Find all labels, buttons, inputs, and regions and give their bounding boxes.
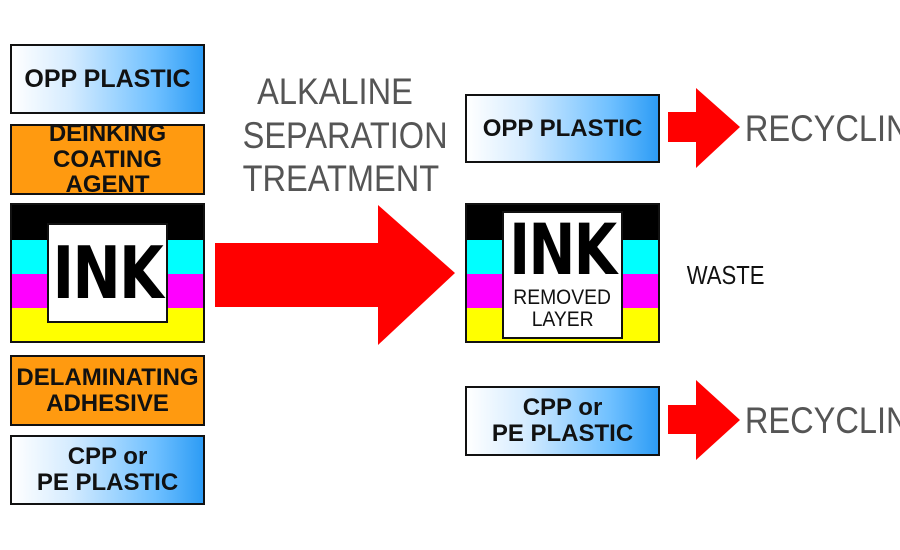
process-arrow-shape [215, 205, 455, 345]
output-ink-card: INK REMOVED LAYER [502, 211, 623, 339]
cpp-label-line2: PE PLASTIC [36, 469, 179, 496]
output-opp-plastic: OPP PLASTIC [465, 94, 660, 163]
output-ink-label: INK [509, 209, 617, 291]
ink-card: INK [47, 223, 168, 323]
deinking-coating-layer: DEINKING COATING AGENT [10, 119, 205, 198]
cpp-pe-plastic-layer: CPP or PE PLASTIC [10, 435, 205, 505]
delaminating-label-line1: DELAMINATING [16, 363, 199, 391]
process-label-line3: TREATMENT [242, 158, 440, 200]
ink-layer: INK [10, 203, 205, 343]
deinking-label-line1: DEINKING [48, 119, 167, 147]
output-cpp-label-line2: PE PLASTIC [491, 420, 634, 447]
output-opp-plastic-label: OPP PLASTIC [482, 114, 643, 142]
recycling-arrow-top [668, 88, 740, 168]
deinking-label-line2: COATING AGENT [53, 145, 162, 199]
output-cpp-pe-plastic: CPP or PE PLASTIC [465, 386, 660, 456]
delaminating-label-line2: ADHESIVE [46, 389, 169, 417]
process-label-line1: ALKALINE [257, 71, 413, 112]
opp-plastic-layer: OPP PLASTIC [10, 44, 205, 114]
process-label: ALKALINE SEPARATION TREATMENT [242, 70, 448, 201]
recycling-label-top: RECYCLING [744, 108, 900, 149]
opp-plastic-label: OPP PLASTIC [24, 64, 191, 93]
removed-layer-line2: LAYER [531, 308, 594, 332]
recycling-arrow-bottom [668, 380, 740, 460]
process-label-line2: SEPARATION [242, 114, 448, 156]
waste-label: WASTE [686, 260, 765, 290]
ink-label: INK [52, 231, 164, 315]
recycling-label-bottom: RECYCLING [744, 400, 900, 441]
output-cpp-label-line1: CPP or [522, 394, 603, 422]
output-ink-removed-layer: INK REMOVED LAYER [465, 203, 660, 343]
delaminating-adhesive-layer: DELAMINATING ADHESIVE [10, 355, 205, 426]
removed-layer-line1: REMOVED [513, 286, 612, 309]
cpp-label-line1: CPP or [67, 443, 148, 471]
